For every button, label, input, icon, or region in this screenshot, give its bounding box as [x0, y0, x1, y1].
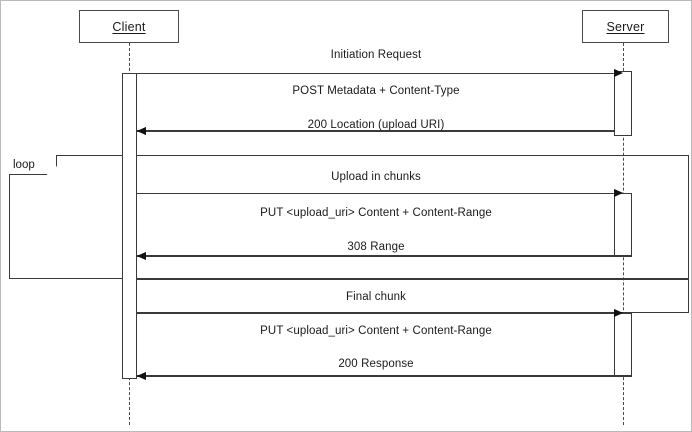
- participant-label-client: Client: [112, 19, 146, 34]
- group-caption-final-chunk: Final chunk: [346, 291, 406, 303]
- fragment-operator-tab-loop: loop: [9, 155, 57, 175]
- message-label-put-chunk: PUT <upload_uri> Content + Content-Range: [260, 207, 492, 219]
- message-label-post-metadata: POST Metadata + Content-Type: [292, 85, 460, 97]
- activation-bar-server-final: [614, 313, 632, 376]
- message-line-200-response: [137, 376, 632, 377]
- arrowhead-put-chunk-overlay: [614, 188, 623, 197]
- group-caption-upload-in-chunks: Upload in chunks: [331, 171, 421, 183]
- message-label-200-location: 200 Location (upload URI): [307, 119, 445, 131]
- message-line-200-location: [137, 131, 632, 132]
- arrowhead-200-response-overlay: [137, 371, 146, 380]
- arrowhead-put-final-chunk-overlay: [614, 308, 623, 317]
- participant-label-server: Server: [606, 19, 645, 34]
- activation-bar-server-chunk: [614, 193, 632, 256]
- message-line-308-range: [137, 256, 632, 257]
- message-line-put-chunk: [131, 193, 623, 194]
- group-caption-initiation: Initiation Request: [330, 49, 422, 61]
- arrowhead-200-location-overlay: [137, 126, 146, 135]
- message-label-200-response: 200 Response: [338, 358, 414, 370]
- message-line-post-metadata: [131, 73, 623, 74]
- participant-box-server[interactable]: Server: [582, 10, 669, 43]
- activation-bar-server-initiation: [614, 71, 632, 136]
- arrowhead-post-metadata-overlay: [614, 68, 623, 77]
- message-label-308-range: 308 Range: [347, 241, 405, 253]
- participant-box-client[interactable]: Client: [79, 10, 179, 43]
- message-label-put-final-chunk: PUT <upload_uri> Content + Content-Range: [260, 325, 492, 337]
- arrowhead-308-range-overlay: [137, 251, 146, 260]
- activation-bar-client: [122, 73, 137, 379]
- fragment-operator-label: loop: [13, 158, 35, 171]
- message-line-put-final-chunk: [131, 313, 623, 314]
